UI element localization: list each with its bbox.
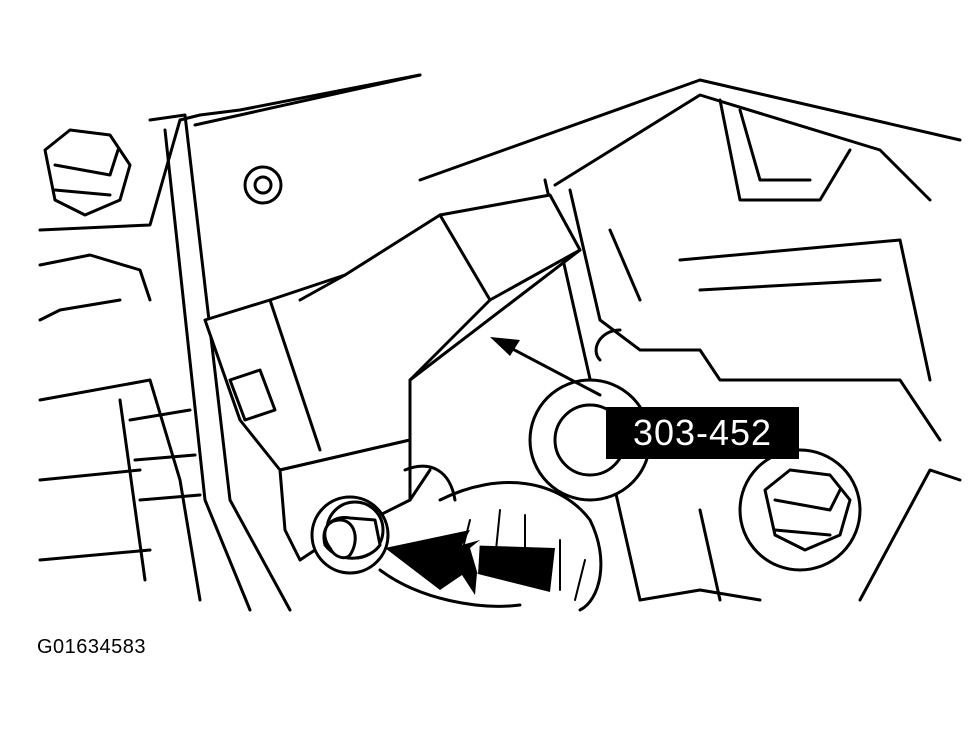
- figure-id: G01634583: [37, 636, 147, 658]
- double-arrow-icon: [385, 530, 555, 595]
- arrow-icon: [490, 337, 602, 397]
- tool-callout-label: 303-452: [606, 407, 799, 459]
- shift-cable-bushing: [378, 464, 603, 612]
- shift-lever-bracket: [38, 73, 422, 612]
- special-tool: [203, 193, 582, 562]
- hex-bolt-upper-left: [43, 128, 132, 217]
- hex-bolt-lower-right: [738, 448, 862, 572]
- mounting-hole: [243, 165, 283, 205]
- retaining-pin: [310, 495, 390, 575]
